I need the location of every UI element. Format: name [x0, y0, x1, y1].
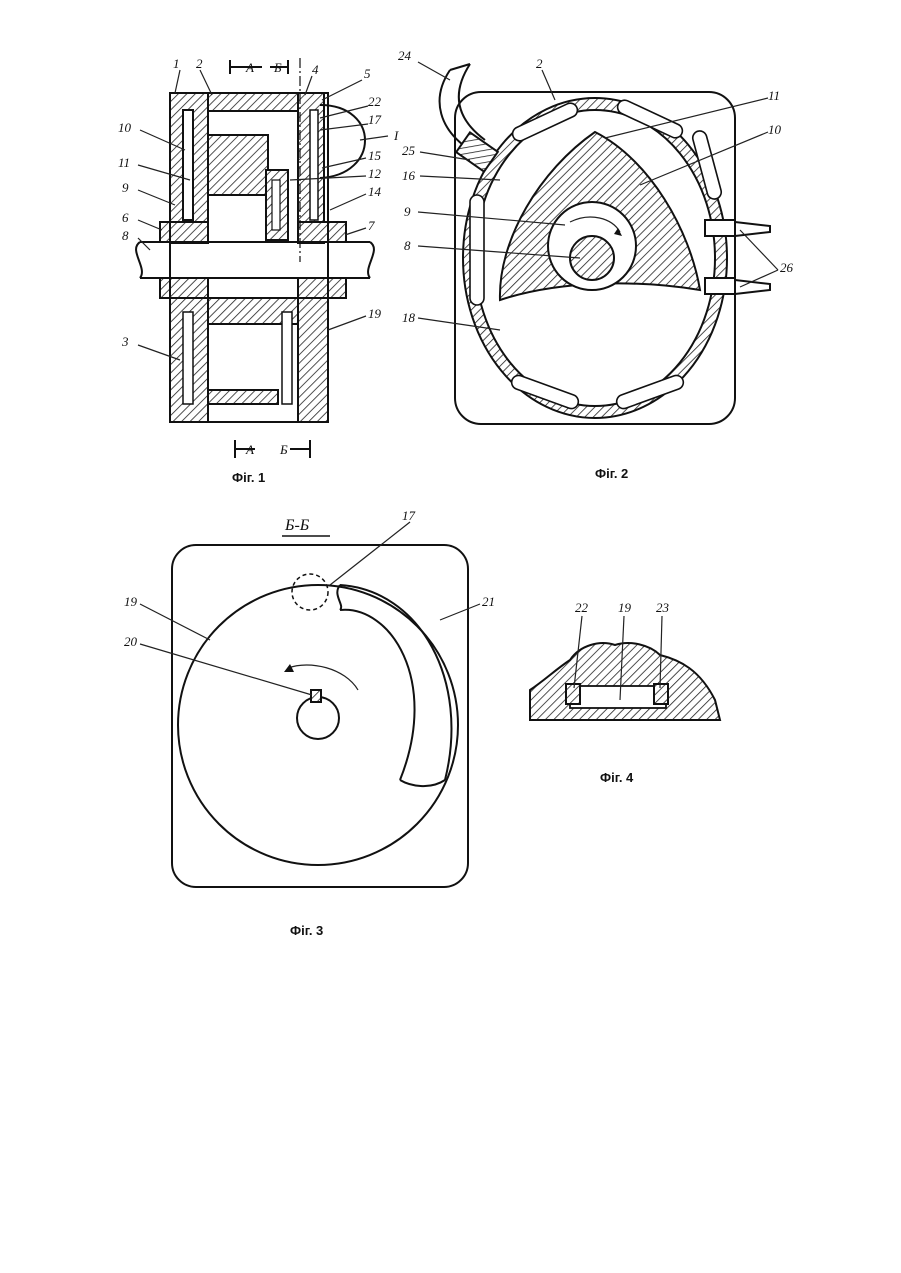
fig1-label-2: 2 — [196, 56, 203, 71]
fig1-roman-i: I — [393, 128, 399, 143]
fig4-caption: Фіг. 4 — [600, 770, 634, 785]
fig1-label-17: 17 — [368, 112, 382, 127]
fig2-label-24: 24 — [398, 48, 412, 63]
figure-3-section-view: Б-Б 17 19 21 20 Фіг. 3 — [124, 508, 495, 938]
fig1-lower-flange-right — [298, 278, 346, 298]
figure-4-detail: 22 19 23 Фіг. 4 — [530, 600, 720, 785]
fig3-shaft-hole — [297, 697, 339, 739]
fig2-label-2: 2 — [536, 56, 543, 71]
fig1-section-b-bottom: Б — [279, 442, 288, 457]
fig1-section-a-top: А — [245, 60, 254, 75]
fig1-label-22: 22 — [368, 94, 382, 109]
fig3-dashed-port — [292, 574, 328, 610]
fig1-caption: Фіг. 1 — [232, 470, 265, 485]
fig3-caption: Фіг. 3 — [290, 923, 323, 938]
fig2-label-9: 9 — [404, 204, 411, 219]
fig1-label-15: 15 — [368, 148, 382, 163]
fig4-label-22: 22 — [575, 600, 589, 615]
fig2-label-25: 25 — [402, 143, 416, 158]
fig1-rotor-block — [208, 135, 268, 195]
fig1-label-10: 10 — [118, 120, 132, 135]
fig1-lower-flange-left — [160, 278, 208, 298]
fig1-label-14: 14 — [368, 184, 382, 199]
fig1-label-5: 5 — [364, 66, 371, 81]
fig1-label-11: 11 — [118, 155, 130, 170]
figure-1-cross-section: А Б А Б I 1 2 — [118, 56, 399, 485]
fig1-label-1: 1 — [173, 56, 180, 71]
fig2-label-10: 10 — [768, 122, 782, 137]
fig2-label-11: 11 — [768, 88, 780, 103]
fig1-section-a-bottom: А — [245, 442, 254, 457]
fig1-section-b-top: Б — [273, 60, 282, 75]
fig3-label-21: 21 — [482, 594, 495, 609]
fig1-label-6: 6 — [122, 210, 129, 225]
fig2-label-16: 16 — [402, 168, 416, 183]
fig1-right-flange — [298, 222, 346, 242]
fig1-label-4: 4 — [312, 62, 319, 77]
fig2-label-18: 18 — [402, 310, 416, 325]
fig1-top-bar — [208, 93, 298, 111]
fig1-label-8: 8 — [122, 228, 129, 243]
fig1-label-12: 12 — [368, 166, 382, 181]
fig1-label-9: 9 — [122, 180, 129, 195]
fig3-label-17: 17 — [402, 508, 416, 523]
fig1-shaft — [136, 242, 374, 278]
fig3-label-20: 20 — [124, 634, 138, 649]
fig1-left-flange — [160, 222, 208, 242]
fig4-label-19: 19 — [618, 600, 632, 615]
fig2-caption: Фіг. 2 — [595, 466, 628, 481]
fig1-label-3: 3 — [121, 334, 129, 349]
fig4-label-23: 23 — [656, 600, 670, 615]
fig1-right-wall-lower — [298, 298, 328, 422]
fig1-label-19: 19 — [368, 306, 382, 321]
fig3-label-19: 19 — [124, 594, 138, 609]
fig2-label-26: 26 — [780, 260, 794, 275]
fig1-label-7: 7 — [368, 218, 375, 233]
fig2-label-8: 8 — [404, 238, 411, 253]
fig3-section-title: Б-Б — [284, 517, 310, 534]
figure-2-rotor-view: 24 2 11 10 25 16 9 8 26 18 Фіг. 2 — [398, 48, 794, 481]
